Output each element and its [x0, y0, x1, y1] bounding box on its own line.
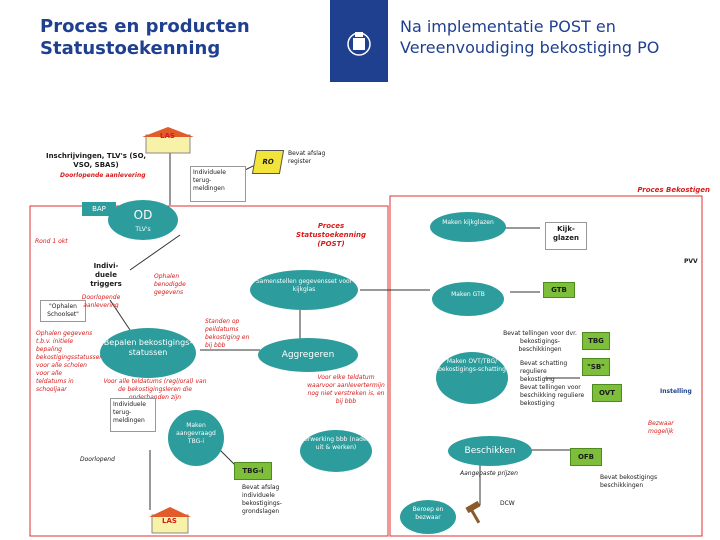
aggregeren-label: Aggregeren	[281, 350, 335, 360]
maken-tbgi-label: Maken aangevraagd TBG-i	[176, 422, 216, 445]
school-building-icon	[142, 127, 194, 154]
aggregeren-bubble: Aggregeren	[258, 338, 358, 372]
aangepaste-prijzen: Aangepaste prijzen	[460, 470, 518, 477]
dcw-label: DCW	[500, 500, 515, 507]
samenstellen-bubble: Samenstellen gegevensset voor kijkglas	[250, 270, 358, 310]
connector-od-triggers	[129, 234, 181, 271]
bepalen-statussen-bubble: Bepalen bekostigings-statussen	[100, 328, 196, 378]
las-top-label: LAS	[160, 132, 175, 140]
sb-tag: "SB"	[582, 358, 610, 376]
maken-gtb-bubble: Maken GTB	[432, 282, 504, 316]
ophalen-gegevens-initiele: Ophalen gegevens t.b.v. initiele bepalin…	[36, 330, 104, 393]
voor-alle-teldatums: Voor alle teldatums (regl/oral) van de b…	[103, 378, 207, 401]
individuele-triggers: Indivi-duele triggers	[90, 262, 122, 288]
bevat-afslag-register: Bevat afslag register	[288, 150, 326, 165]
rijksoverheid-crest-icon	[347, 32, 371, 56]
od-label: OD	[133, 208, 153, 222]
process-boundary-bekostigen	[389, 195, 703, 537]
process-boundary-post	[29, 205, 389, 537]
las-bottom-icon: LAS	[148, 505, 192, 535]
bevat-afslag-grondslagen: Bevat afslag individuele bekostigings-gr…	[242, 484, 282, 515]
ro-box: RO	[251, 150, 285, 174]
las-top-icon: LAS	[140, 125, 196, 155]
doorlopend-label: Doorlopend	[80, 456, 115, 463]
standen-op-peildatums: Standen op peildatums bekostiging en bij…	[205, 318, 250, 349]
beschikken-label: Beschikken	[464, 446, 516, 456]
tbg-tag: TBG	[582, 332, 610, 350]
maken-ovt-bubble: Maken OVT/TBG/ bekostigings-schatting	[436, 352, 508, 404]
bevat-tellingen-reg: Bevat tellingen voor beschikking regulie…	[520, 384, 585, 407]
pvv-label: PVV	[684, 258, 698, 265]
gavel-icon-svg	[465, 500, 481, 524]
rond-1-okt: Rond 1 okt	[35, 238, 68, 245]
bezwaar-mogelijk: Bezwaar mogelijk	[648, 420, 674, 435]
verwerking-bbb-bubble: Verwerking bbb (nadert uit & werken)	[300, 430, 372, 472]
beschikken-bubble: Beschikken	[448, 436, 532, 466]
voor-elke-teldatum: Voor elke teldatum waarvoor aanleverterm…	[307, 374, 385, 405]
header: Proces en producten Statustoekenning Na …	[0, 0, 720, 92]
maken-kijkglazen-bubble: Maken kijkglazen	[430, 212, 506, 242]
maken-tbgi-bubble: Maken aangevraagd TBG-i	[168, 410, 224, 466]
bap-label: BAP	[82, 202, 116, 216]
kijkglazen-doc: Kijk-glazen	[545, 222, 587, 250]
bevat-schatting: Bevat schatting reguliere bekostiging	[520, 360, 568, 383]
bevat-beschikkingen: Bevat bekostigings beschikkingen	[600, 474, 658, 489]
page-title-right: Na implementatie POST en Vereenvoudiging…	[400, 17, 660, 57]
od-bubble: OD TLV's	[108, 200, 178, 240]
rijksoverheid-logo-band	[330, 0, 388, 82]
bepalen-statussen-label: Bepalen bekostigings-statussen	[103, 338, 193, 357]
page-title-left: Proces en producten Statustoekenning	[40, 16, 250, 59]
ofb-tag: OFB	[570, 448, 602, 466]
connector-triggers-bepalen	[109, 299, 131, 331]
tbgi-tag: TBG-i	[234, 462, 272, 480]
ophalen-benodigde-gegevens: Ophalen benodigde gegevens	[154, 273, 186, 296]
inschrijvingen-label: Inschrijvingen, TLV's (SO, VSO, SBAS)	[45, 152, 147, 169]
doorlopende-aanlevering-triggers: Doorlopende aanlevering	[81, 294, 121, 309]
individuele-terugmeldingen-top: Individuele terug-meldingen	[190, 166, 246, 202]
bevat-tellingen-dvr: Bevat tellingen voor dvr. bekostigings-b…	[503, 330, 577, 353]
samenstellen-label: Samenstellen gegevensset voor kijkglas	[255, 278, 353, 293]
individuele-terugmeldingen-bottom: Individuele terug-meldingen	[110, 398, 156, 432]
maken-kijkglazen-label: Maken kijkglazen	[442, 219, 494, 226]
gavel-icon	[462, 500, 488, 526]
verwerking-bbb-label: Verwerking bbb (nadert uit & werken)	[300, 436, 372, 451]
school-building-icon	[149, 507, 191, 534]
beroep-bezwaar-label: Beroep en bezwaar	[412, 506, 444, 521]
beroep-bezwaar-bubble: Beroep en bezwaar	[400, 500, 456, 534]
ovt-tag: OVT	[592, 384, 622, 402]
instelling-label: Instelling	[660, 388, 692, 395]
maken-ovt-label: Maken OVT/TBG/ bekostigings-schatting	[438, 358, 506, 373]
gtb-tag: GTB	[543, 282, 575, 298]
tlvs-label: TLV's	[135, 226, 151, 233]
proces-statustoekenning-label: Proces Statustoekenning (POST)	[295, 222, 367, 248]
proces-bekostigen-label: Proces Bekostigen	[637, 186, 710, 194]
ophalen-schoolset: "Ophalen Schoolset"	[40, 300, 86, 322]
las-bottom-label: LAS	[162, 517, 177, 525]
doorlopende-aanlevering-top: Doorlopende aanlevering	[60, 172, 146, 179]
maken-gtb-label: Maken GTB	[451, 291, 485, 298]
